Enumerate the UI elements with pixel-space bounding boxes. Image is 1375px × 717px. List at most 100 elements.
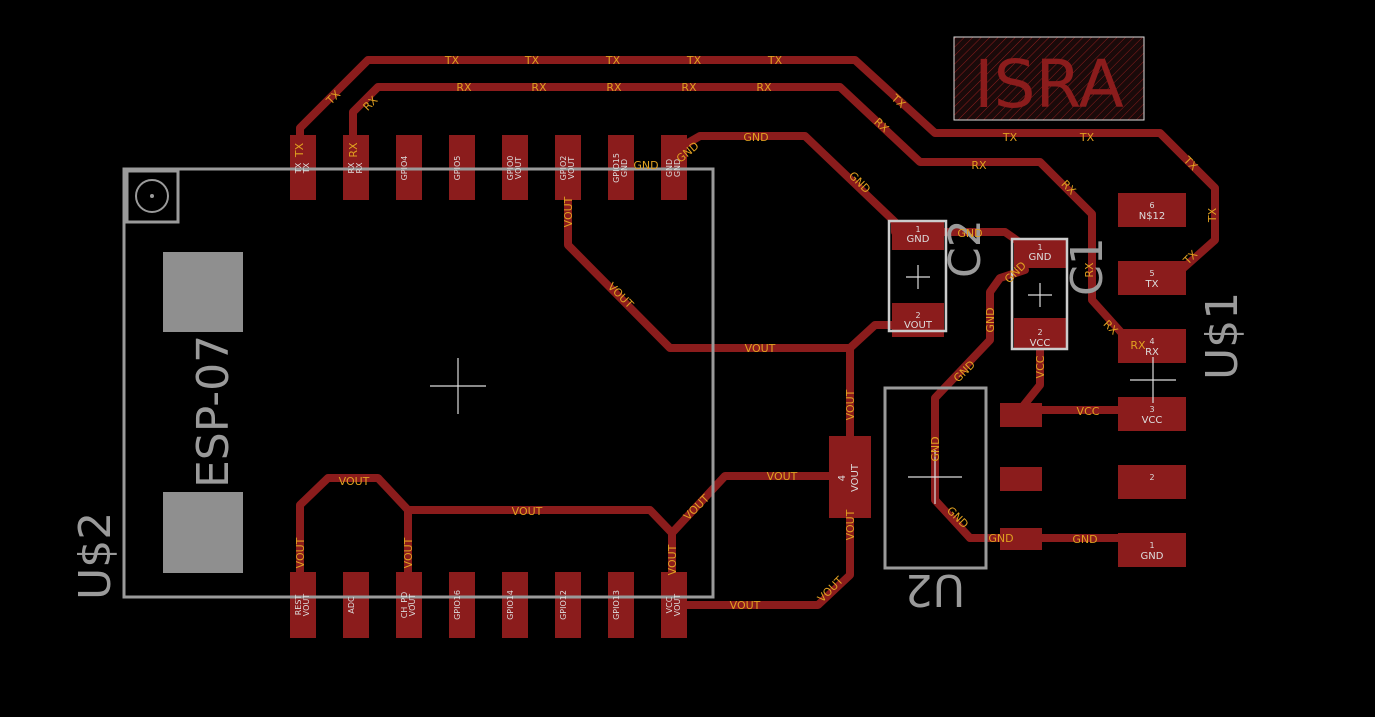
trace-vcc [1016, 341, 1144, 414]
c1-pin-number: 1 [1037, 243, 1042, 252]
net-label-rx: RX [971, 159, 987, 172]
net-label-rx: RX [1130, 339, 1146, 352]
c2-pin-number: 2 [915, 311, 920, 320]
esp-bottom-pin-label: GPIO13 [612, 590, 621, 620]
esp-bottom-pin-net: VOUT [302, 594, 311, 616]
net-label-vout: VOUT [294, 537, 307, 568]
header-pin-number: 5 [1149, 269, 1154, 278]
esp-top-pin-label: GND [665, 159, 674, 177]
net-label-rx: RX [1083, 262, 1096, 278]
reg-tab-number: 4 [837, 475, 848, 481]
pads [290, 135, 1186, 638]
net-label-vout: VOUT [844, 509, 857, 540]
net-label-vout: VOUT [767, 470, 798, 483]
net-label-vout: VOUT [844, 389, 857, 420]
header-pin-net: TX [1145, 279, 1159, 290]
esp-top-pin-label: GPIO4 [400, 156, 409, 181]
net-label-tx: TX [767, 54, 783, 67]
header-pad-1 [1118, 533, 1186, 567]
esp-pad-bottom-6 [555, 572, 581, 638]
net-label-rx: RX [347, 142, 360, 158]
net-label-tx: TX [524, 54, 540, 67]
esp-top-pin-net: GND [673, 159, 682, 177]
traces [296, 56, 1219, 609]
net-label-vcc: VCC [1077, 405, 1100, 418]
net-label-vout: VOUT [745, 342, 776, 355]
header-pad-6 [1118, 193, 1186, 227]
esp-bottom-pin-label: GPIO16 [453, 590, 462, 620]
net-label-gnd: GND [988, 532, 1013, 545]
net-label-tx: TX [444, 54, 460, 67]
net-label-rx: RX [456, 81, 472, 94]
header-pin-net: RX [1145, 347, 1159, 358]
net-label-rx: RX [681, 81, 697, 94]
header-pin-net: GND [1141, 551, 1164, 562]
reg-pad-1 [1000, 528, 1042, 550]
esp-shield-square-bottom [163, 492, 243, 573]
regulator-outline [883, 386, 988, 570]
net-label-gnd: GND [984, 307, 997, 332]
esp-bottom-pin-label: ADC [347, 596, 356, 614]
esp-ref-label: U$2 [70, 512, 121, 600]
isra-logo: ISRA [953, 36, 1145, 123]
net-label-gnd: GND [929, 436, 942, 461]
net-label-rx: RX [1101, 318, 1121, 338]
isra-label: ISRA [974, 46, 1124, 123]
c2-ref-label: C2 [940, 219, 991, 278]
net-label-tx: TX [605, 54, 621, 67]
esp-outline [122, 167, 715, 599]
esp-pad-bottom-5 [502, 572, 528, 638]
esp-top-pin-net: TX [302, 162, 311, 174]
c2-pin-net: GND [907, 234, 930, 245]
reg-pad-2 [1000, 467, 1042, 491]
net-label-vout: VOUT [512, 505, 543, 518]
trace-vout-left [296, 474, 676, 579]
header-pad-3 [1118, 397, 1186, 431]
esp-bottom-pin-label: GPIO14 [506, 590, 515, 620]
esp-top-pin-label: GPIO5 [453, 156, 462, 181]
net-label-gnd: GND [743, 131, 768, 144]
header-pad-5 [1118, 261, 1186, 295]
net-label-vout: VOUT [730, 599, 761, 612]
trace-vout-bottom [668, 506, 854, 609]
c2-pin-net: VOUT [904, 320, 933, 331]
trace-vout-reg-left [668, 472, 844, 537]
esp-pad-bottom-1 [290, 572, 316, 638]
esp-bottom-pin-label: REST [294, 595, 303, 616]
esp-pad-bottom-4 [449, 572, 475, 638]
header-pad-4 [1118, 329, 1186, 363]
esp-pad-bottom-3 [396, 572, 422, 638]
c1-outline [1010, 237, 1069, 351]
esp-pin1-circle [135, 179, 169, 213]
header-pin-net: N$12 [1139, 211, 1166, 222]
reg-pad-3 [1000, 403, 1042, 427]
c1-pin-net: VCC [1030, 338, 1051, 349]
net-label-tx: TX [686, 54, 702, 67]
regulator-ref-label: U2 [905, 564, 965, 615]
reg-tab-net: VOUT [850, 463, 861, 492]
esp-bottom-pin-label: GPIO12 [559, 590, 568, 620]
header-pad-2 [1118, 465, 1186, 499]
esp-top-pin-net: RX [355, 162, 364, 174]
esp-top-pin-label: GPIO0 [506, 156, 515, 181]
reg-pad-tab [829, 436, 871, 518]
part-labels: ESP-07 U$2 U$1 U2 C2 C1 [70, 219, 1248, 615]
net-label-vout: VOUT [402, 537, 415, 568]
esp-bottom-pin-net: VOUT [673, 594, 682, 616]
trace-rx [349, 83, 1132, 344]
header-pin-number: 4 [1149, 337, 1154, 346]
esp-pad-bottom-8 [661, 572, 687, 638]
c1-pad-2 [1014, 318, 1066, 350]
net-label-rx: RX [756, 81, 772, 94]
silkscreen [122, 167, 1176, 599]
net-label-gnd: GND [1072, 533, 1097, 546]
header-ref-label: U$1 [1197, 292, 1248, 380]
esp-bottom-pin-net: VOUT [408, 594, 417, 616]
net-label-rx: RX [606, 81, 622, 94]
net-label-tx: TX [293, 142, 306, 158]
esp-top-pin-label: TX [294, 162, 303, 174]
c1-pin-net: GND [1029, 252, 1052, 263]
net-labels: TX TX TX TX TX TX TX TX TX TX TX TX TX R… [293, 54, 1219, 612]
